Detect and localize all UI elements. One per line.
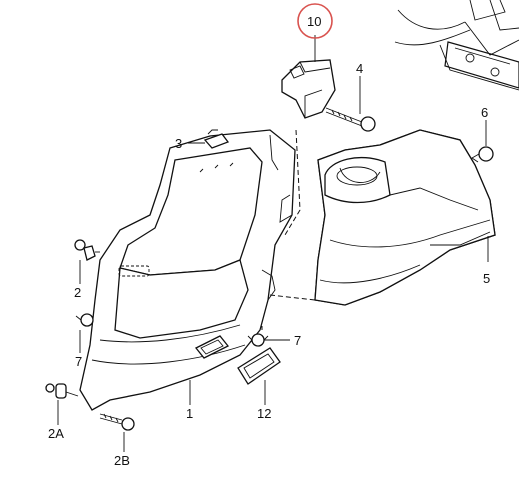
clip-part-2 xyxy=(74,239,100,261)
clip-part-3 xyxy=(203,129,230,149)
callout-7-right: 7 xyxy=(294,333,301,348)
callout-3: 3 xyxy=(175,136,182,151)
callout-2: 2 xyxy=(74,285,81,300)
callout-5: 5 xyxy=(483,271,490,286)
callout-2A: 2A xyxy=(48,426,64,441)
bolt-part-4 xyxy=(325,107,376,132)
screw-part-2B xyxy=(99,413,135,431)
screw-part-2A xyxy=(45,383,79,399)
clip-part-7-left xyxy=(75,313,94,327)
callout-10: 10 xyxy=(307,14,321,29)
car-body-outline xyxy=(394,0,519,91)
assembly-dash-2 xyxy=(284,129,301,236)
assembly-dash-1 xyxy=(269,294,316,301)
side-panel-part-1 xyxy=(79,129,296,411)
callout-12: 12 xyxy=(257,406,271,421)
callout-7-left: 7 xyxy=(75,354,82,369)
handle-part-12 xyxy=(194,335,281,385)
callout-1: 1 xyxy=(186,406,193,421)
clip-part-6 xyxy=(471,146,494,163)
trim-part-5 xyxy=(314,129,496,306)
callout-6: 6 xyxy=(481,105,488,120)
callout-4: 4 xyxy=(356,61,363,76)
bracket-part-10 xyxy=(281,59,336,119)
callout-2B: 2B xyxy=(114,453,130,468)
highlight-circle-10 xyxy=(297,3,333,39)
